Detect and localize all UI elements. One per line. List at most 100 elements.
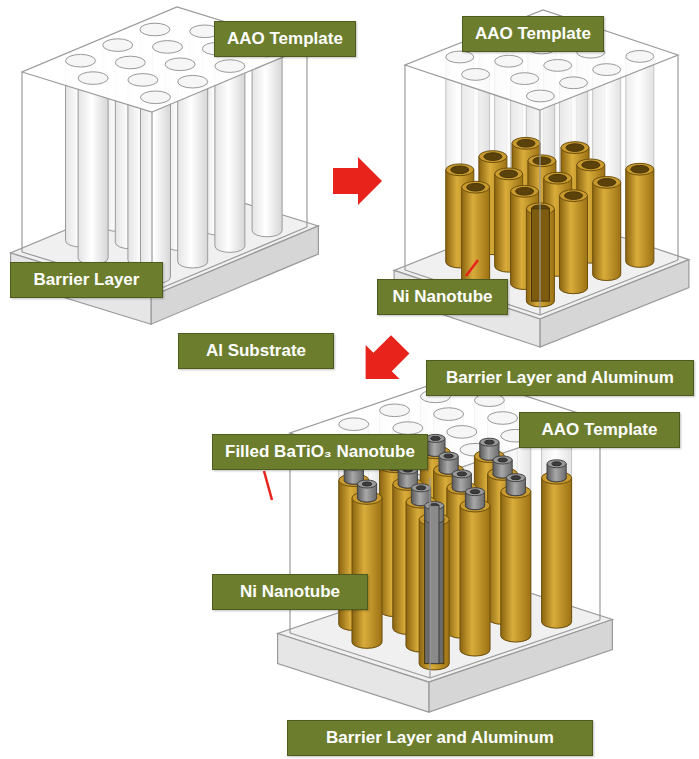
label-text: Barrier Layer and Aluminum <box>300 728 580 748</box>
ni-nanotube-bore <box>484 153 502 161</box>
ni-nanotube-bore <box>517 140 535 148</box>
template-edge <box>21 72 22 252</box>
batio3-rim <box>480 438 499 446</box>
ni-nanotube-bore <box>500 170 518 178</box>
template-edge <box>599 420 600 620</box>
pore-opening <box>434 408 464 421</box>
label-box: AAO Template <box>214 21 356 57</box>
batio3-bore <box>416 486 426 490</box>
pore-channel <box>626 56 654 267</box>
step-arrow <box>333 157 382 205</box>
batio3-rim <box>465 488 484 496</box>
ni-nanotube-rim <box>626 163 654 175</box>
label-box: AAO Template <box>519 412 680 448</box>
template-edge <box>152 227 307 292</box>
pore-opening <box>447 426 477 439</box>
pore-opening <box>141 91 171 104</box>
pore-opening <box>165 58 195 71</box>
label-text: Al Substrate <box>191 341 321 361</box>
ni-nanotube-rim <box>495 168 523 180</box>
label-text: Ni Nanotube <box>225 582 355 602</box>
ni-nanotube-rim <box>544 172 572 184</box>
ni-nanotube <box>560 196 588 294</box>
ni-nanotube-rim <box>479 151 507 163</box>
ni-nanotube-rim <box>446 164 474 176</box>
label-box: Barrier Layer and Aluminum <box>287 720 593 756</box>
ni-nanotube-rim <box>511 185 539 197</box>
leader-line <box>264 471 272 500</box>
ni-nanotube-rim <box>462 181 490 193</box>
batio3-bore <box>552 462 562 466</box>
label-text: AAO Template <box>475 24 591 44</box>
pore-opening <box>128 74 158 87</box>
label-text: Filled BaTiO₃ Nanotube <box>225 442 415 462</box>
pore-opening <box>393 422 423 435</box>
batio3-bore <box>485 440 495 444</box>
batio3-rim <box>493 456 512 464</box>
ni-nanotube-rim <box>512 137 540 149</box>
label-box: Barrier Layer and Aluminum <box>426 360 694 396</box>
template-edge <box>404 65 405 270</box>
pore-opening <box>178 75 208 88</box>
batio3-rim <box>547 460 566 468</box>
batio3-bore <box>498 458 508 462</box>
template-edge <box>677 55 678 260</box>
ni-nanotube-bore <box>598 179 616 187</box>
label-box: Al Substrate <box>178 333 334 369</box>
pore-opening <box>78 72 108 85</box>
pore-opening <box>66 54 96 67</box>
batio3-rim <box>411 484 430 492</box>
batio3-rim <box>452 470 471 478</box>
label-text: Ni Nanotube <box>390 287 495 307</box>
ni-nanotube <box>460 506 490 656</box>
label-box: Barrier Layer <box>10 262 163 298</box>
leader-line <box>466 260 478 276</box>
pore-opening <box>446 51 474 63</box>
pore-channel <box>215 66 245 252</box>
ni-nanotube <box>626 169 654 267</box>
batio3-rim <box>357 480 376 488</box>
label-box: AAO Template <box>462 16 604 52</box>
ni-nanotube-bore <box>565 192 583 200</box>
pore-opening <box>511 73 539 85</box>
pore-opening <box>526 90 554 102</box>
template-top <box>405 10 678 110</box>
pore-channel <box>178 82 208 268</box>
pore-opening <box>544 60 572 72</box>
batio3-bore <box>431 436 441 440</box>
template-edge <box>22 252 152 292</box>
ni-nanotube <box>462 187 490 285</box>
step-arrow <box>349 327 418 396</box>
pore-channel <box>252 51 282 237</box>
batio3-bore <box>362 482 372 486</box>
pore-channel <box>141 97 171 283</box>
pore-opening <box>560 77 588 89</box>
template-edge <box>306 47 307 227</box>
batio3-bore <box>444 454 454 458</box>
pore-opening <box>339 418 369 431</box>
pore-opening <box>593 64 621 76</box>
template-edge <box>429 478 430 678</box>
ni-nanotube-rim <box>593 177 621 189</box>
ni-nanotube-bore <box>467 183 485 191</box>
label-box: Filled BaTiO₃ Nanotube <box>212 434 428 470</box>
ni-nanotube <box>501 492 531 642</box>
template-edge <box>539 110 540 315</box>
template-edge <box>540 260 678 315</box>
pore-opening <box>140 23 170 36</box>
ni-nanotube-bore <box>549 174 567 182</box>
pore-opening <box>103 39 133 52</box>
pore-opening <box>380 404 410 417</box>
label-text: AAO Template <box>532 420 667 440</box>
label-text: Barrier Layer and Aluminum <box>439 368 681 388</box>
batio3-bore <box>470 490 480 494</box>
ni-nanotube-bore <box>451 166 469 174</box>
ni-nanotube-bore <box>566 144 584 152</box>
pore-opening <box>462 69 490 81</box>
label-text: AAO Template <box>227 29 343 49</box>
batio3-bore <box>511 476 521 480</box>
ni-nanotube-bore <box>631 165 649 173</box>
pore-channel <box>78 78 108 264</box>
pore-opening <box>115 56 145 69</box>
template-edge <box>290 633 430 678</box>
